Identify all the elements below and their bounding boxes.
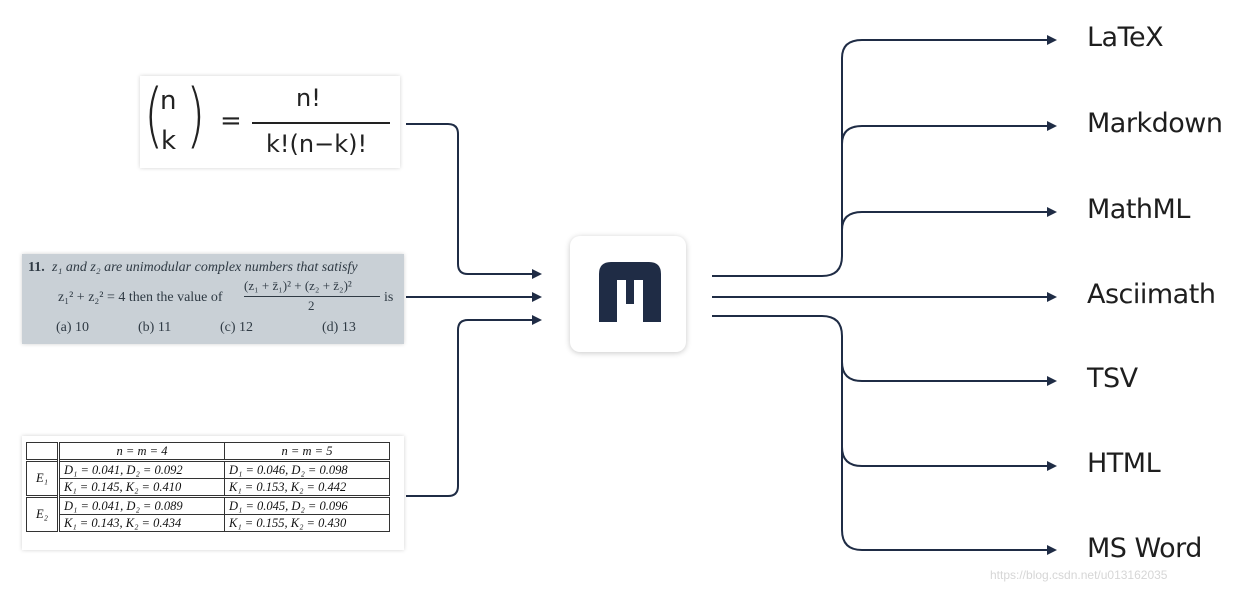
- right-paren: ): [186, 80, 205, 150]
- output-latex: LaTeX: [1087, 22, 1163, 53]
- output-ms-word: MS Word: [1087, 533, 1202, 564]
- table-cell: D₁ = 0.041, D₂ = 0.089: [59, 497, 225, 515]
- handwritten-formula-image: ( ) n k = n! k!(n−k)!: [140, 76, 400, 168]
- connector-mathml: [842, 212, 1055, 230]
- connector-markdown: [842, 126, 1055, 144]
- table-corner: [27, 443, 59, 461]
- connector-formula: [406, 124, 540, 274]
- table-cell: K₁ = 0.153, K₂ = 0.442: [225, 479, 390, 497]
- table-header: n = m = 4: [59, 443, 225, 461]
- mathpix-logo-icon: [570, 236, 686, 352]
- connector-table: [406, 320, 540, 496]
- table-cell: D₁ = 0.041, D₂ = 0.092: [59, 461, 225, 479]
- table-cell: K₁ = 0.143, K₂ = 0.434: [59, 515, 225, 532]
- connector-tsv: [712, 316, 1055, 550]
- connector-tsv-branch: [842, 362, 1055, 381]
- photo-problem-image: 11. z₁ and z₂ are unimodular complex num…: [22, 254, 404, 344]
- denominator: k!(n−k)!: [266, 130, 367, 158]
- problem-line-2: z₁² + z₂² = 4 then the value of: [58, 290, 223, 306]
- option-a: (a) 10: [56, 320, 89, 336]
- output-tsv: TSV: [1087, 363, 1138, 394]
- numerator: n!: [296, 84, 321, 112]
- table-row-label: E₂: [27, 497, 59, 532]
- option-d: (d) 13: [322, 320, 356, 336]
- output-html: HTML: [1087, 448, 1160, 479]
- table-cell: D₁ = 0.045, D₂ = 0.096: [225, 497, 390, 515]
- connector-html-branch: [842, 447, 1055, 466]
- equals-sign: =: [220, 106, 242, 136]
- problem-number: 11.: [28, 260, 45, 276]
- results-table: n = m = 4 n = m = 5 E₁ D₁ = 0.041, D₂ = …: [26, 442, 390, 532]
- fraction-bar: [252, 122, 390, 124]
- watermark: https://blog.csdn.net/u013162035: [990, 568, 1167, 582]
- problem-fraction-numerator: (z₁ + z̄₁)² + (z₂ + z̄₂)²: [244, 278, 352, 294]
- table-row-label: E₁: [27, 461, 59, 497]
- output-mathml: MathML: [1087, 194, 1190, 225]
- problem-fraction-bar: [244, 296, 380, 297]
- option-b: (b) 11: [138, 320, 171, 336]
- binom-top: n: [160, 86, 176, 116]
- table-cell: K₁ = 0.145, K₂ = 0.410: [59, 479, 225, 497]
- problem-line-2-end: is: [384, 290, 393, 306]
- output-asciimath: Asciimath: [1087, 279, 1215, 310]
- table-cell: K₁ = 0.155, K₂ = 0.430: [225, 515, 390, 532]
- problem-line-1: z₁ and z₂ are unimodular complex numbers…: [52, 260, 358, 276]
- table-image: n = m = 4 n = m = 5 E₁ D₁ = 0.041, D₂ = …: [22, 436, 404, 550]
- binom-bottom: k: [161, 126, 176, 156]
- option-c: (c) 12: [220, 320, 253, 336]
- connector-latex: [712, 40, 1055, 276]
- table-cell: D₁ = 0.046, D₂ = 0.098: [225, 461, 390, 479]
- output-markdown: Markdown: [1087, 108, 1222, 139]
- problem-fraction-denominator: 2: [308, 298, 315, 314]
- table-header: n = m = 5: [225, 443, 390, 461]
- converter-hub: [570, 236, 686, 352]
